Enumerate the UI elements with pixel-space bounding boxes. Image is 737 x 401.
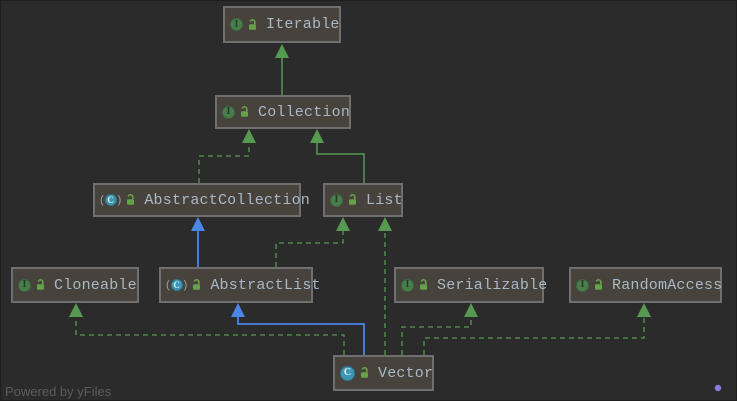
public-lock-icon: [193, 279, 201, 290]
abstract-class-icon: (C): [100, 194, 122, 206]
public-lock-icon: [361, 367, 368, 378]
class-name-label: Vector: [378, 364, 434, 382]
class-name-label: AbstractCollection: [144, 191, 310, 209]
class-name-label: Serializable: [437, 276, 548, 294]
node-abstract-collection[interactable]: (C) AbstractCollection: [93, 183, 310, 217]
class-name-label: Cloneable: [54, 276, 137, 294]
interface-icon: I: [230, 18, 243, 31]
class-name-label: Iterable: [266, 16, 340, 33]
public-lock-icon: [420, 279, 427, 290]
edge-vector-cloneable: [69, 303, 345, 355]
node-vector[interactable]: C Vector: [333, 355, 434, 391]
public-lock-icon: [241, 106, 248, 117]
abstract-class-icon: (C): [166, 279, 188, 291]
edge-abstractlist-abstractcollection: [191, 217, 205, 267]
edge-abstractcollection-collection: [198, 129, 256, 183]
node-list[interactable]: I List: [323, 183, 403, 217]
class-name-label: List: [366, 191, 403, 209]
edge-vector-randomaccess: [423, 303, 651, 355]
interface-icon: I: [401, 278, 414, 292]
node-random-access[interactable]: I RandomAccess: [569, 267, 722, 303]
edge-vector-list: [378, 217, 392, 355]
edge-abstractlist-list: [275, 217, 350, 267]
yfiles-watermark: Powered by yFiles: [5, 384, 112, 399]
edge-list-collection: [310, 129, 365, 183]
interface-icon: I: [222, 105, 235, 119]
class-icon: C: [340, 365, 355, 381]
node-abstract-list[interactable]: (C) AbstractList: [159, 267, 321, 303]
public-lock-icon: [37, 279, 44, 290]
class-name-label: AbstractList: [210, 276, 321, 294]
interface-icon: I: [18, 278, 31, 292]
node-cloneable[interactable]: I Cloneable: [11, 267, 139, 303]
public-lock-icon: [349, 194, 356, 205]
node-iterable[interactable]: I Iterable: [223, 6, 341, 43]
node-serializable[interactable]: I Serializable: [394, 267, 548, 303]
public-lock-icon: [595, 279, 602, 290]
class-name-label: Collection: [258, 103, 351, 121]
node-collection[interactable]: I Collection: [215, 95, 351, 129]
purple-dot: [714, 384, 722, 392]
edge-collection-iterable: [275, 44, 289, 95]
class-name-label: RandomAccess: [612, 276, 723, 294]
public-lock-icon: [249, 18, 256, 30]
interface-icon: I: [576, 278, 589, 292]
public-lock-icon: [127, 194, 135, 205]
edge-vector-abstractlist: [231, 303, 365, 355]
interface-icon: I: [330, 193, 343, 207]
edge-vector-serializable: [401, 303, 478, 355]
